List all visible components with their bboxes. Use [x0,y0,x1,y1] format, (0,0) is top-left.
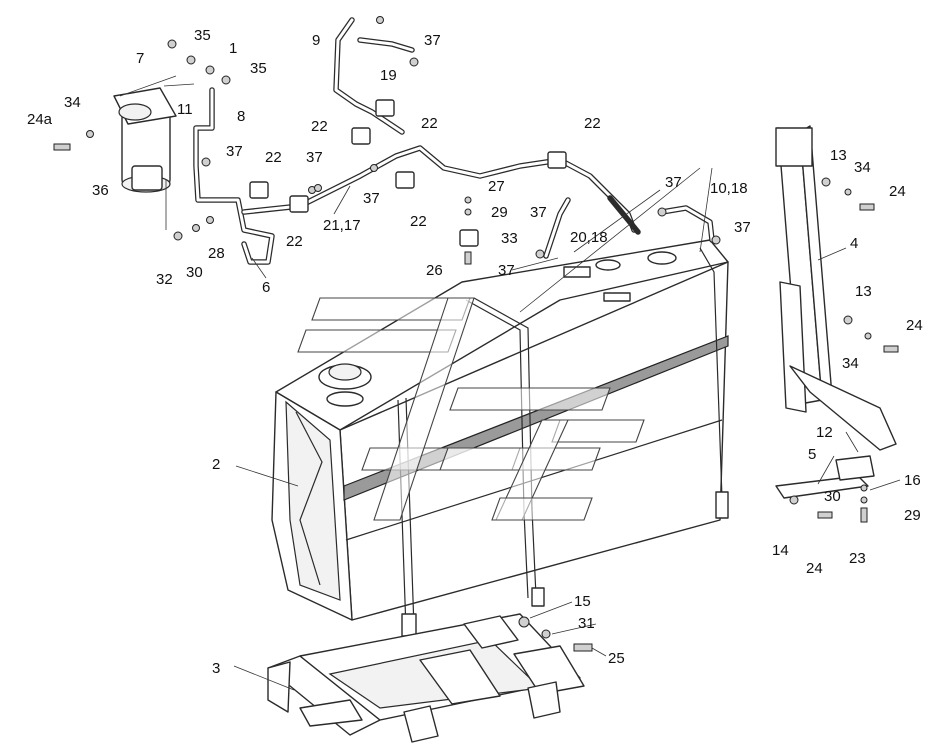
callout-37d: 37 [363,190,380,207]
callout-20-18: 20,18 [570,229,608,246]
callout-33: 33 [501,230,518,247]
callout-37h: 37 [734,219,751,236]
callout-25: 25 [608,650,625,667]
callout-37e: 37 [498,262,515,279]
callout-35a: 35 [194,27,211,44]
callout-36: 36 [92,182,109,199]
callout-37g: 37 [665,174,682,191]
callout-34b: 34 [854,159,871,176]
callout-27: 27 [488,178,505,195]
callout-37c: 37 [306,149,323,166]
callout-22b: 22 [421,115,438,132]
callout-11: 11 [177,101,193,118]
callout-30a: 30 [186,264,203,281]
callout-29a: 29 [491,204,508,221]
callout-1: 1 [229,40,237,57]
callout-22d: 22 [584,115,601,132]
callout-5: 5 [808,446,816,463]
callout-10-18: 10,18 [710,180,748,197]
callout-22c: 22 [265,149,282,166]
callout-2: 2 [212,456,220,473]
callout-26: 26 [426,262,443,279]
callout-24a: 24a [27,111,53,128]
callout-15: 15 [574,593,591,610]
callout-24d: 24 [806,560,823,577]
callout-37f: 37 [530,204,547,221]
fuel-lines [193,17,715,265]
callout-24b: 24 [889,183,906,200]
callout-16: 16 [904,472,921,489]
bracket-right [775,125,897,451]
callout-9: 9 [312,32,320,49]
callout-13a: 13 [830,147,847,164]
bracket-lower [775,455,875,499]
callout-3: 3 [212,660,220,677]
hose-clips [249,99,567,247]
callout-31: 31 [578,615,595,632]
leader-lines [119,75,901,691]
callout-labels: 35 1 7 35 34 24a 11 8 36 37 9 19 37 22 2… [27,27,923,677]
callout-30b: 30 [824,488,841,505]
callout-22e: 22 [286,233,303,250]
callout-34c: 34 [842,355,859,372]
callout-13b: 13 [855,283,872,300]
mounting-frame [267,613,585,743]
callout-21-17: 21,17 [323,217,361,234]
callout-4: 4 [850,235,858,252]
watermark-logo [297,297,645,521]
fuel-filter [113,87,177,193]
callout-32: 32 [156,271,173,288]
callout-28: 28 [208,245,225,262]
callout-6: 6 [262,279,270,296]
callout-19: 19 [380,67,397,84]
fasteners [53,16,899,652]
callout-34a: 34 [64,94,81,111]
callout-35b: 35 [250,60,267,77]
callout-23: 23 [849,550,866,567]
callout-12: 12 [816,424,833,441]
callout-22f: 22 [410,213,427,230]
callout-14: 14 [772,542,789,559]
callout-8: 8 [237,108,245,125]
callout-37a: 37 [226,143,243,160]
callout-24c: 24 [906,317,923,334]
callout-29b: 29 [904,507,921,524]
callout-7: 7 [136,50,144,67]
callout-37b: 37 [424,32,441,49]
callout-22a: 22 [311,118,328,135]
